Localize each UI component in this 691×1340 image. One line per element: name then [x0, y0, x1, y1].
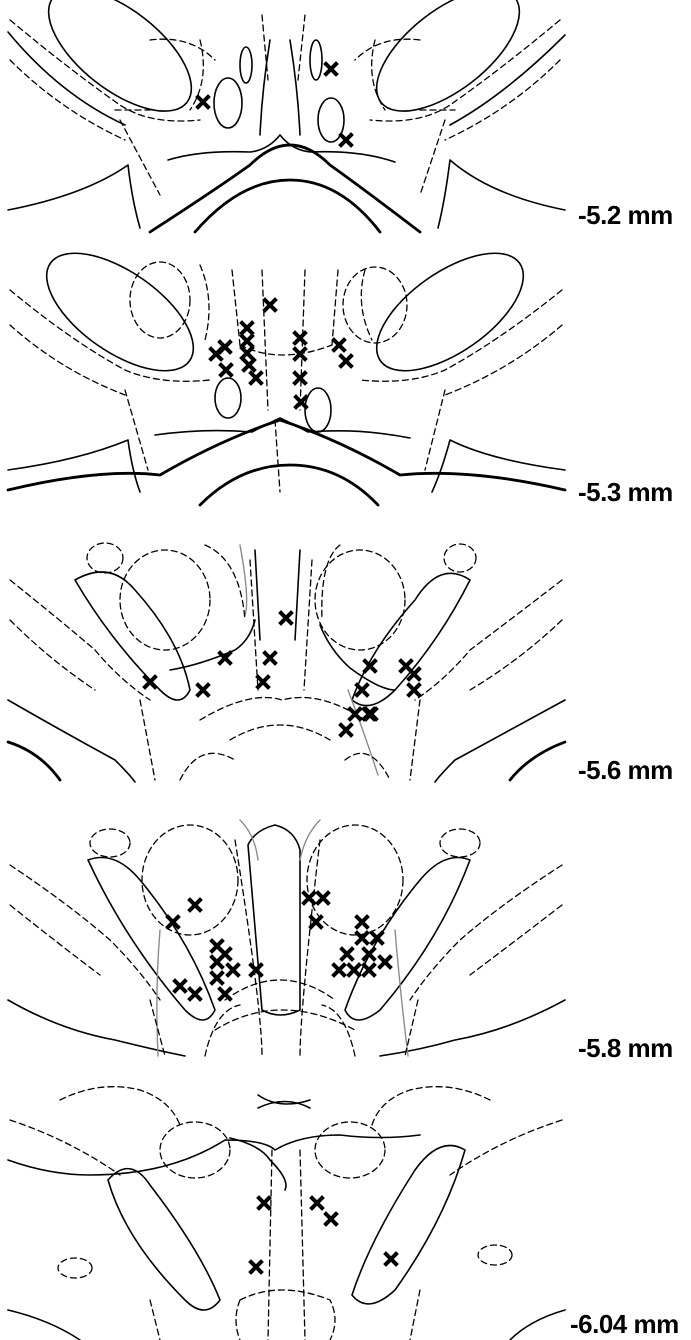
marker	[409, 669, 419, 679]
marker	[312, 1198, 322, 1208]
section-markers-4	[168, 893, 390, 999]
marker	[326, 1214, 336, 1224]
marker	[380, 957, 390, 967]
marker	[357, 917, 367, 927]
section-markers-1	[198, 64, 351, 145]
marker	[409, 685, 419, 695]
marker	[357, 685, 367, 695]
marker	[259, 1198, 269, 1208]
section-label-2: -5.3 mm	[578, 477, 673, 508]
marker	[342, 949, 352, 959]
marker	[295, 333, 305, 343]
section-label-5: -6.04 mm	[570, 1309, 679, 1340]
marker	[242, 348, 252, 358]
section-label-4: -5.8 mm	[578, 1033, 673, 1064]
marker	[190, 989, 200, 999]
marker	[334, 340, 344, 350]
marker	[190, 900, 200, 910]
section-outline-5	[8, 1087, 565, 1340]
marker	[251, 965, 261, 975]
marker	[242, 323, 252, 333]
section-outline-4	[8, 820, 565, 1056]
marker	[265, 653, 275, 663]
marker	[281, 613, 291, 623]
marker	[341, 356, 351, 366]
marker	[265, 300, 275, 310]
section-outline-1	[8, 0, 565, 232]
section-label-1: -5.2 mm	[578, 200, 673, 231]
section-outline-3	[8, 543, 565, 782]
marker	[228, 965, 238, 975]
marker	[251, 1262, 261, 1272]
marker	[341, 135, 351, 145]
section-outline-2	[8, 230, 565, 505]
section-label-3: -5.6 mm	[578, 755, 673, 786]
marker	[326, 64, 336, 74]
marker	[318, 893, 328, 903]
marker	[244, 360, 254, 370]
marker	[386, 1254, 396, 1264]
marker	[221, 365, 231, 375]
marker	[212, 973, 222, 983]
marker	[334, 965, 344, 975]
marker	[311, 917, 321, 927]
marker	[242, 336, 252, 346]
marker	[251, 373, 261, 383]
marker	[175, 981, 185, 991]
section-markers-2	[211, 300, 351, 407]
marker	[349, 965, 359, 975]
marker	[220, 989, 230, 999]
marker	[220, 949, 230, 959]
section-markers-5	[251, 1198, 396, 1272]
marker	[296, 397, 306, 407]
marker	[258, 677, 268, 687]
marker	[341, 725, 351, 735]
marker	[364, 965, 374, 975]
marker	[304, 893, 314, 903]
marker	[198, 97, 208, 107]
marker	[295, 349, 305, 359]
marker	[295, 373, 305, 383]
marker	[198, 685, 208, 695]
marker	[145, 677, 155, 687]
marker	[364, 949, 374, 959]
